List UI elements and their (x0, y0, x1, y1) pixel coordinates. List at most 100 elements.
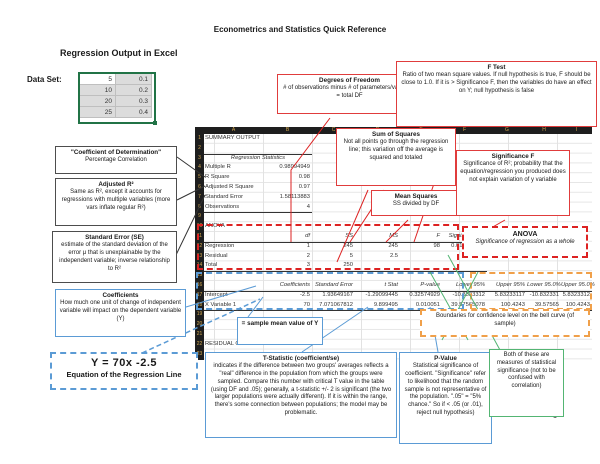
sheet-cell-A13: Residual (205, 252, 228, 259)
callout-t-statistic: T-Statistic (coefficient/se) indicates i… (205, 352, 397, 438)
dataset-cell: 0.3 (116, 96, 152, 107)
sheet-cell-G18: 100.4243 (500, 301, 525, 308)
coefficients-columns-highlight (196, 272, 464, 310)
row-header-21: 21 (196, 331, 203, 337)
dataset-cell: 0.2 (116, 85, 152, 96)
callout-title: Significance F (491, 153, 535, 160)
sheet-cell-A8: Observations (205, 203, 240, 210)
callout-both-measures: Both of these are measures of statistica… (489, 349, 564, 417)
row-header-5: 5 (198, 174, 201, 181)
column-header-I: I (575, 127, 578, 133)
sheet-cell-D16: t Stat (384, 282, 398, 288)
callout-body: Boundaries for confidence level on the b… (435, 313, 575, 327)
callout-adjusted-r2: Adjusted R² Same as R², except it accoun… (55, 178, 177, 226)
sheet-cell-A7: Standard Error (205, 193, 244, 200)
sheet-cell-B5: 0.98 (298, 174, 310, 181)
column-header-C: C (331, 127, 336, 133)
row-header-22: 22 (196, 340, 203, 347)
dataset-cell: 10 (80, 85, 116, 96)
sheet-cell-D17: -1.29099445 (365, 291, 398, 298)
sheet-cell-A3: Regression Statistics (230, 154, 286, 161)
sheet-cell-A14: Total (205, 262, 218, 269)
callout-title: Coefficients (102, 292, 139, 299)
sheet-cell-C17: 1.93649167 (322, 291, 353, 298)
confidence-columns-highlight (470, 272, 592, 310)
sheet-cell-H17: -10.832331 (529, 291, 559, 298)
sheet-cell-B14: 3 (306, 262, 310, 269)
row-header-19: 19 (196, 311, 203, 318)
callout-title: F Test (487, 64, 506, 71)
callout-standard-error: Standard Error (SE) estimate of the stan… (52, 231, 177, 283)
sheet-cell-H16: Lower 95.0% (527, 282, 561, 288)
column-header-F: F (462, 127, 467, 133)
callout-title: Sum of Squares (372, 131, 420, 138)
sheet-cell-B12: 1 (306, 242, 310, 249)
callout-anova: ANOVA Significance of regression as a wh… (462, 226, 588, 258)
callout-body: = sample mean value of Y (241, 320, 319, 327)
row-header-1: 1 (198, 135, 201, 141)
sheet-cell-B4: 0.98994949 (279, 164, 310, 171)
callout-body: Statistical significance of coefficient.… (404, 363, 487, 416)
dataset-cell: 20 (80, 96, 116, 107)
sheet-rule (204, 271, 487, 273)
sheet-cell-B13: 2 (306, 252, 310, 259)
sheet-cell-B18: 70 (303, 301, 310, 308)
dataset-cell: 5 (80, 74, 116, 85)
sheet-cell-E18: 0.010051 (415, 301, 440, 308)
equation-text: Y = 70x -2.5 (90, 357, 158, 369)
sheet-rule (204, 290, 592, 292)
dataset-cell: 0.4 (116, 107, 152, 118)
callout-body: Both of these are measures of statistica… (496, 352, 557, 390)
sheet-cell-B7: 1.58113883 (279, 193, 310, 200)
dataset-label: Data Set: (27, 75, 62, 84)
row-header-2: 2 (198, 144, 201, 151)
dataset-cell: 0.1 (116, 74, 152, 85)
sheet-rule (204, 153, 312, 155)
row-header-4: 4 (198, 164, 201, 171)
anova-table-highlight (197, 224, 459, 270)
callout-body: # of observations minus # of parameters/… (283, 85, 416, 99)
sheet-cell-C18: 7.071067812 (319, 301, 353, 308)
sheet-cell-D18: 9.899495 (373, 301, 398, 308)
callout-p-value: P-Value Statistical significance of coef… (399, 352, 492, 444)
sheet-cell-A6: Adjusted R Square (205, 184, 254, 190)
equation-caption: Equation of the Regression Line (66, 370, 182, 380)
column-header-G: G (505, 127, 509, 133)
selection-fill-handle (153, 121, 157, 125)
sheet-rule (204, 212, 312, 214)
sheet-cell-G17: 5.83233117 (494, 291, 525, 298)
sheet-cell-B8: 4 (306, 203, 310, 210)
sheet-cell-H18: 39.57565 (534, 301, 559, 308)
row-header-15: 15 (196, 272, 203, 279)
callout-sample-mean: = sample mean value of Y (237, 317, 323, 345)
sheet-cell-C16: Standard Error (314, 282, 353, 288)
row-header-3: 3 (198, 154, 201, 161)
row-header-14: 14 (196, 262, 203, 269)
sheet-cell-B16: Coefficients (279, 282, 310, 288)
callout-significance-f: Significance F Significance of R²; proba… (456, 150, 570, 216)
dataset-cell: 25 (80, 107, 116, 118)
sheet-cell-D12: 245 (388, 242, 398, 249)
callout-title: Adjusted R² (98, 181, 134, 188)
sheet-cell-A10: ANOVA (205, 223, 225, 230)
callout-body: Ratio of two mean square values. If null… (401, 72, 592, 94)
callout-title: T-Statistic (coefficient/se) (262, 355, 340, 362)
callout-title: ANOVA (512, 231, 538, 238)
callout-confidence-boundaries: Boundaries for confidence level on the b… (420, 309, 590, 337)
sheet-cell-A5: R Square (205, 174, 230, 181)
section-heading: Regression Output in Excel (60, 48, 178, 58)
callout-f-test: F Test Ratio of two mean square values. … (396, 61, 597, 127)
sheet-rule (204, 310, 592, 312)
column-header-H: H (542, 127, 546, 133)
callout-body: SS divided by DF (392, 201, 440, 208)
sheet-cell-E12: 98 (433, 242, 440, 249)
row-header-9: 9 (198, 213, 201, 220)
row-header-7: 7 (198, 193, 201, 200)
row-header-20: 20 (196, 321, 203, 328)
callout-body: How much one unit of change of independe… (59, 300, 182, 322)
callout-regression-equation: Y = 70x -2.5 Equation of the Regression … (50, 352, 198, 390)
callout-body: Not all points go through the regression… (343, 139, 449, 161)
sheet-cell-I17: 5.8323312 (562, 291, 590, 298)
